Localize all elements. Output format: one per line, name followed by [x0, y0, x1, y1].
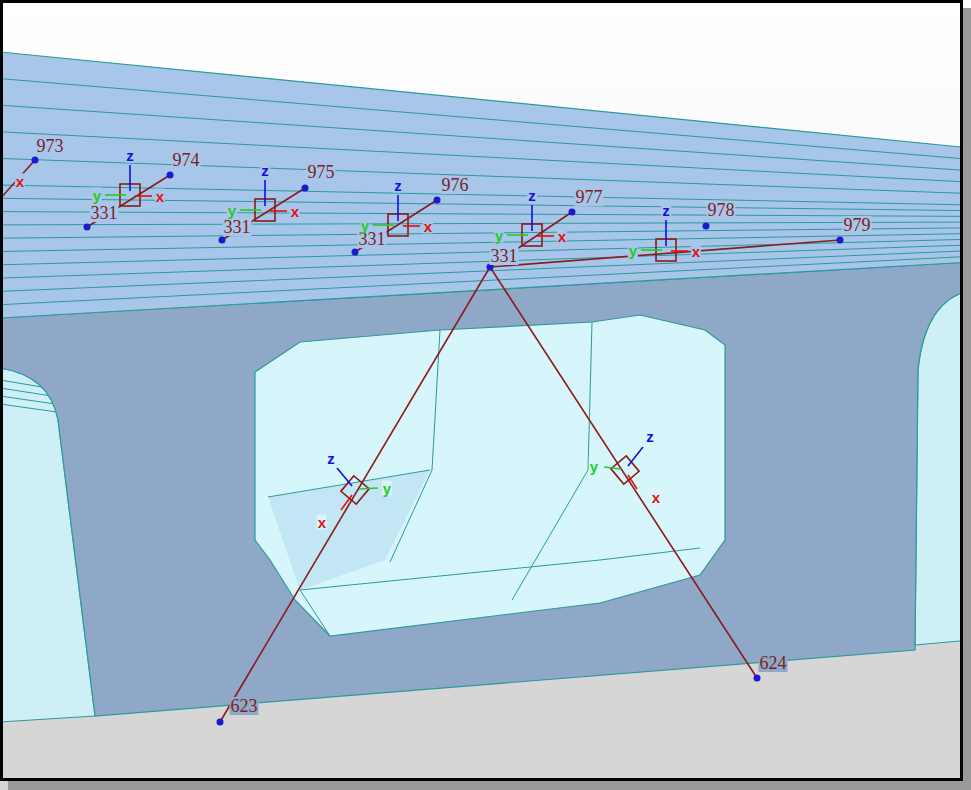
local-axes: [105, 165, 688, 510]
axis-letter: x: [423, 219, 433, 234]
axis-letter: x: [155, 189, 165, 204]
node-number: 331: [223, 218, 252, 236]
axis-letter: y: [382, 481, 392, 496]
axis-letter: z: [260, 163, 270, 178]
element-lines: [0, 160, 840, 722]
node-number: 623: [230, 697, 259, 715]
box-cell: [255, 315, 725, 636]
frame: [2, 2, 962, 780]
axis-letter: x: [290, 204, 300, 219]
axis-letter: x: [317, 515, 327, 530]
cell-edges: [268, 322, 700, 636]
node-number: 977: [575, 188, 604, 206]
axis-letter: z: [393, 178, 403, 193]
node-number: 331: [90, 204, 119, 222]
web-face: [0, 262, 971, 716]
axis-letter: y: [494, 228, 504, 243]
frame-shadow: [8, 781, 971, 790]
axis-letter: y: [589, 459, 599, 474]
axis-letter: x: [15, 174, 25, 189]
node-number: 624: [759, 654, 788, 672]
node-number: 976: [441, 176, 470, 194]
node-number: 331: [490, 247, 519, 265]
axis-letter: x: [691, 244, 701, 259]
axis-letter: x: [557, 229, 567, 244]
node-number: 974: [172, 151, 201, 169]
deck-mesh-lines: [0, 79, 971, 305]
axis-letter: y: [628, 243, 638, 258]
axis-letter: z: [326, 451, 336, 466]
node-number: 978: [707, 201, 736, 219]
axis-letter: y: [227, 203, 237, 218]
axis-letter: z: [125, 148, 135, 163]
axis-letter: z: [645, 429, 655, 444]
axis-letter: z: [661, 203, 671, 218]
axis-letter: x: [651, 490, 661, 505]
node-number: 973: [36, 137, 65, 155]
cell-floor: [268, 470, 430, 590]
axis-letter: y: [92, 188, 102, 203]
axis-letter: z: [527, 188, 537, 203]
deck-slab: [0, 52, 971, 318]
frame-shadow: [962, 8, 971, 790]
node-number: 979: [843, 216, 872, 234]
axis-letter: y: [360, 218, 370, 233]
node-dots: [32, 157, 844, 726]
node-number: 331: [358, 230, 387, 248]
node-number: 975: [307, 163, 336, 181]
